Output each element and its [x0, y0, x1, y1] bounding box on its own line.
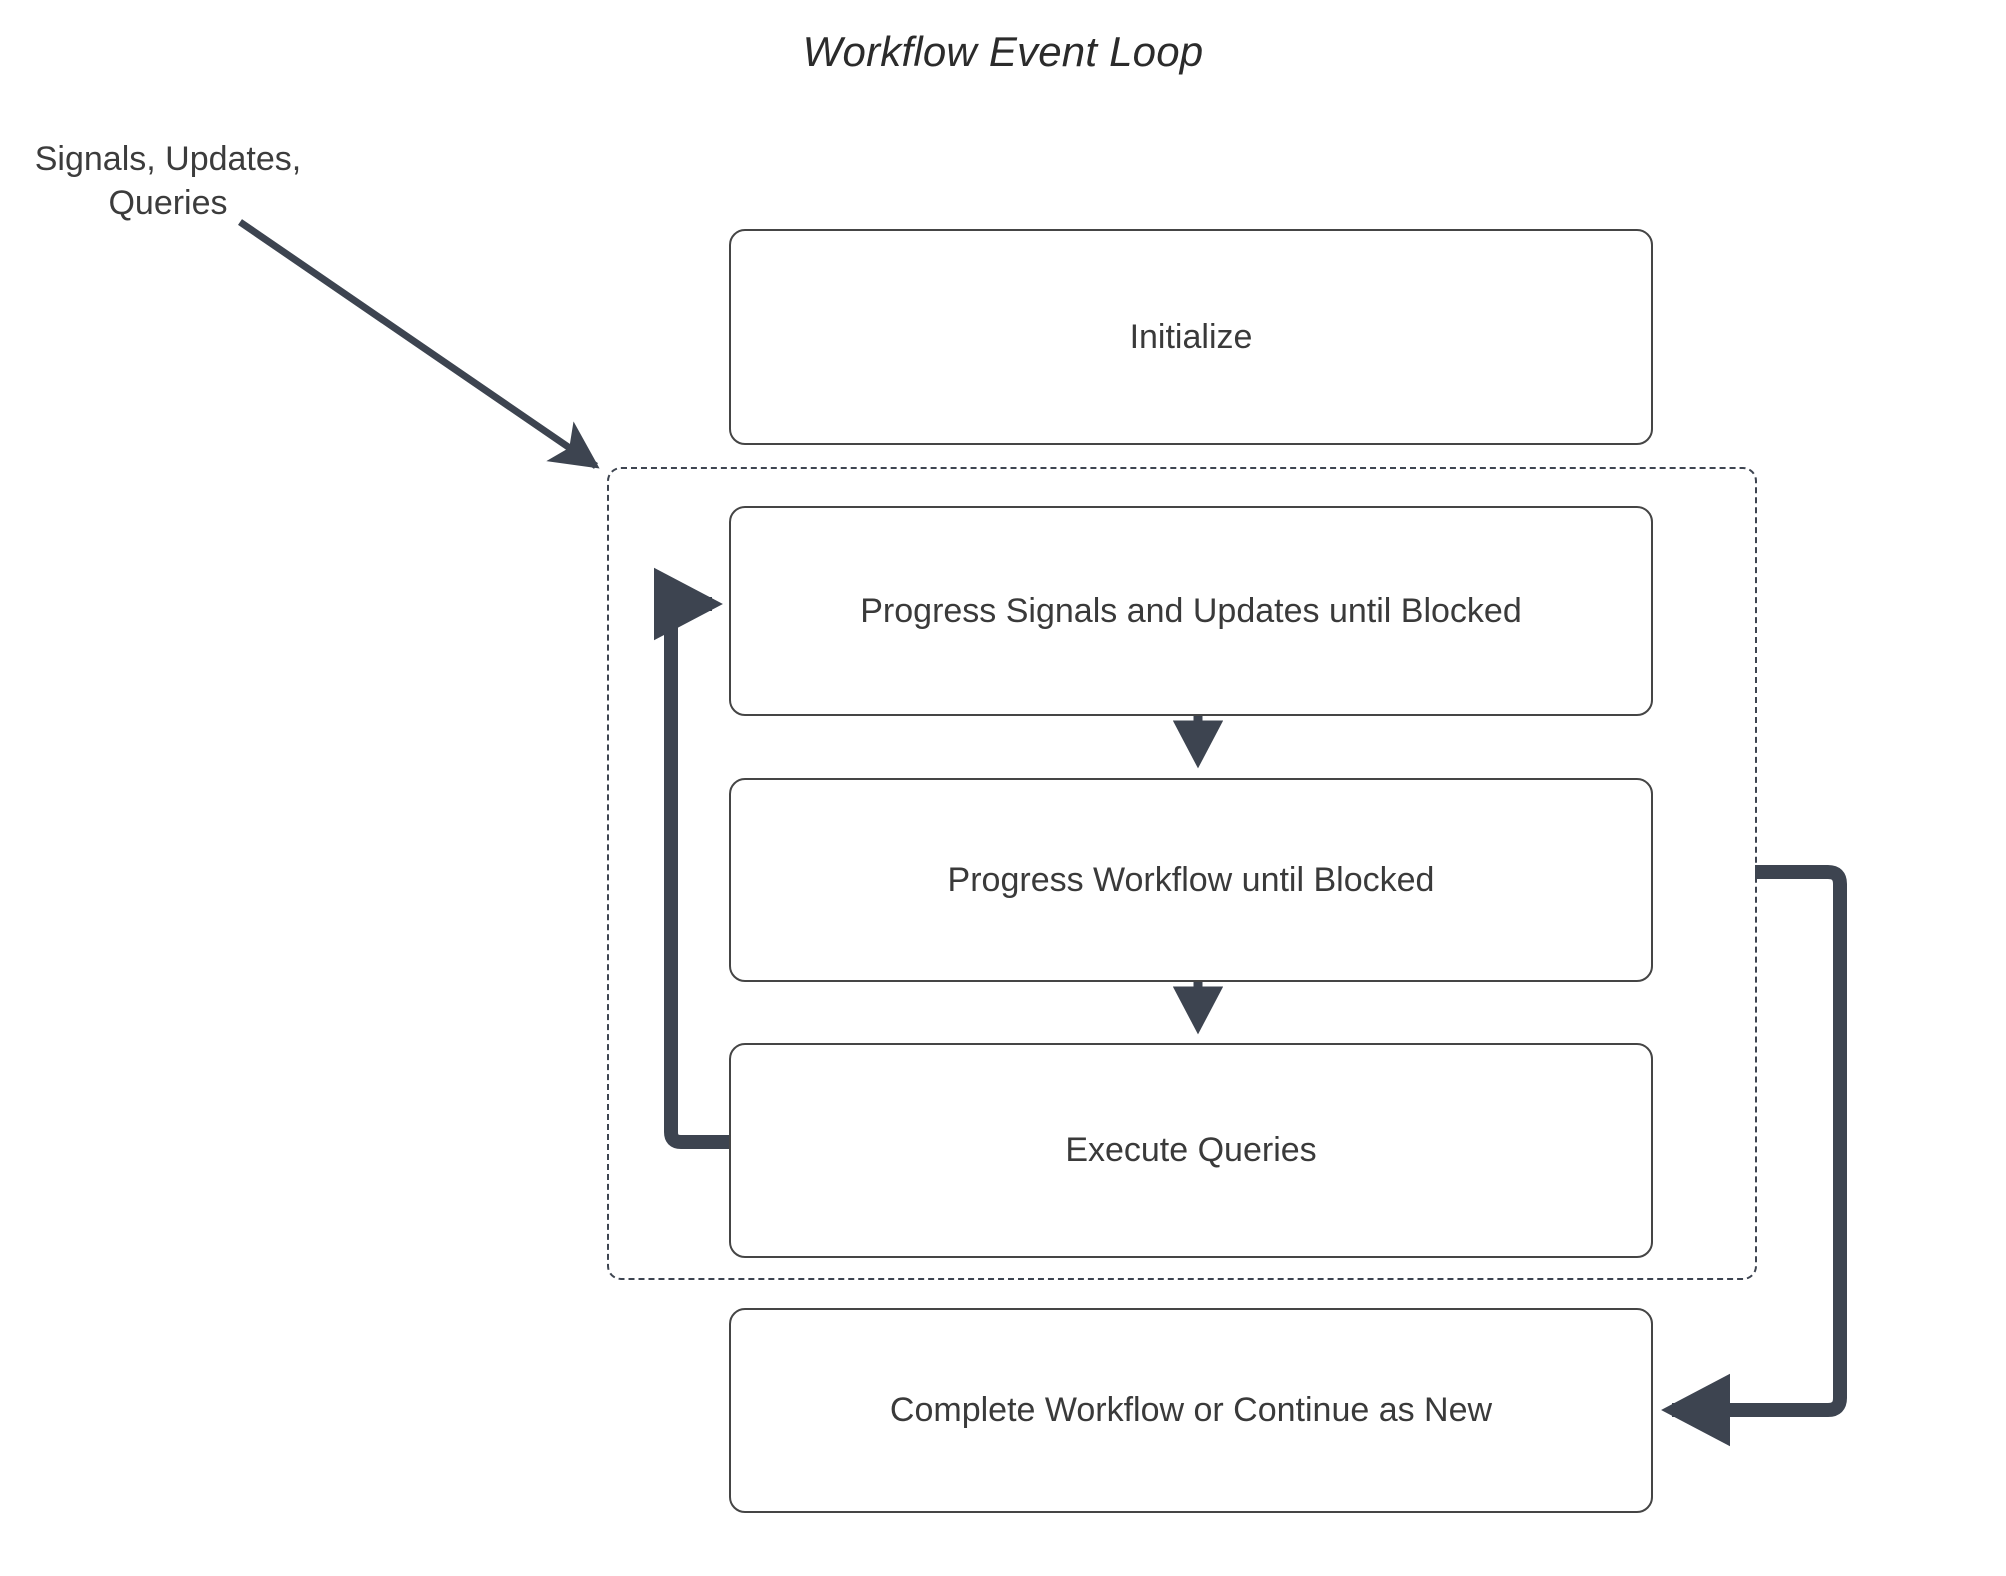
node-complete-workflow[interactable]: Complete Workflow or Continue as New: [729, 1308, 1653, 1513]
external-input-label-line-1: Signals, Updates,: [34, 140, 302, 178]
node-initialize-label: Initialize: [1129, 317, 1253, 356]
node-progress-workflow-label: Progress Workflow until Blocked: [947, 860, 1435, 899]
node-execute-queries-label: Execute Queries: [1065, 1131, 1317, 1170]
node-progress-signals-label: Progress Signals and Updates until Block…: [860, 591, 1522, 630]
external-input-label: Signals, Updates, Queries: [18, 138, 318, 225]
external-input-label-line-2: Queries: [108, 183, 228, 222]
node-complete-workflow-label: Complete Workflow or Continue as New: [889, 1391, 1493, 1430]
page-title: Workflow Event Loop: [802, 28, 1204, 75]
node-progress-signals[interactable]: Progress Signals and Updates until Block…: [729, 506, 1653, 716]
node-initialize[interactable]: Initialize: [729, 229, 1653, 445]
edge-input-to-loop: [238, 219, 600, 469]
node-progress-workflow[interactable]: Progress Workflow until Blocked: [729, 778, 1653, 982]
event-loop-group: [607, 467, 1757, 1280]
node-execute-queries[interactable]: Execute Queries: [729, 1043, 1653, 1258]
